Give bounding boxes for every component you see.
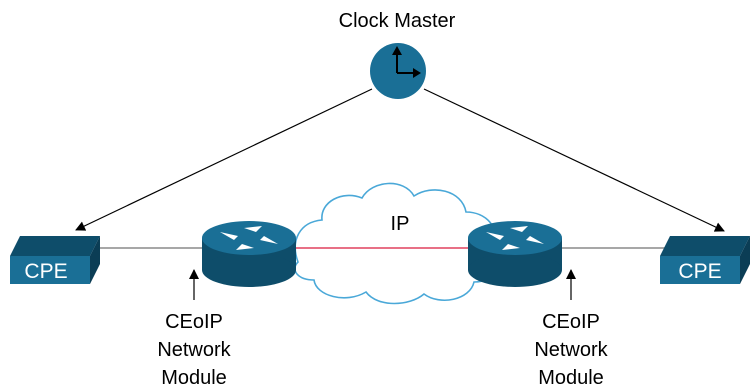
module-right-line2: Network bbox=[534, 339, 608, 361]
cpe-left-device bbox=[10, 236, 100, 284]
ip-cloud-label: IP bbox=[391, 213, 410, 235]
module-left-line3: Module bbox=[161, 367, 227, 389]
module-left-line2: Network bbox=[157, 339, 231, 361]
module-right-line3: Module bbox=[538, 367, 604, 389]
router-left-icon bbox=[202, 221, 296, 287]
cpe-right-device bbox=[660, 236, 750, 284]
clock-master-label: Clock Master bbox=[339, 10, 456, 32]
clock-arrow-left bbox=[75, 88, 373, 231]
cpe-left-label: CPE bbox=[24, 260, 67, 283]
module-left-line1: CEoIP bbox=[165, 311, 223, 333]
module-right-line1: CEoIP bbox=[542, 311, 600, 333]
router-right-icon bbox=[468, 221, 562, 287]
clock-master-icon bbox=[370, 43, 426, 99]
clock-arrow-right bbox=[423, 88, 725, 232]
cpe-right-label: CPE bbox=[678, 260, 721, 283]
